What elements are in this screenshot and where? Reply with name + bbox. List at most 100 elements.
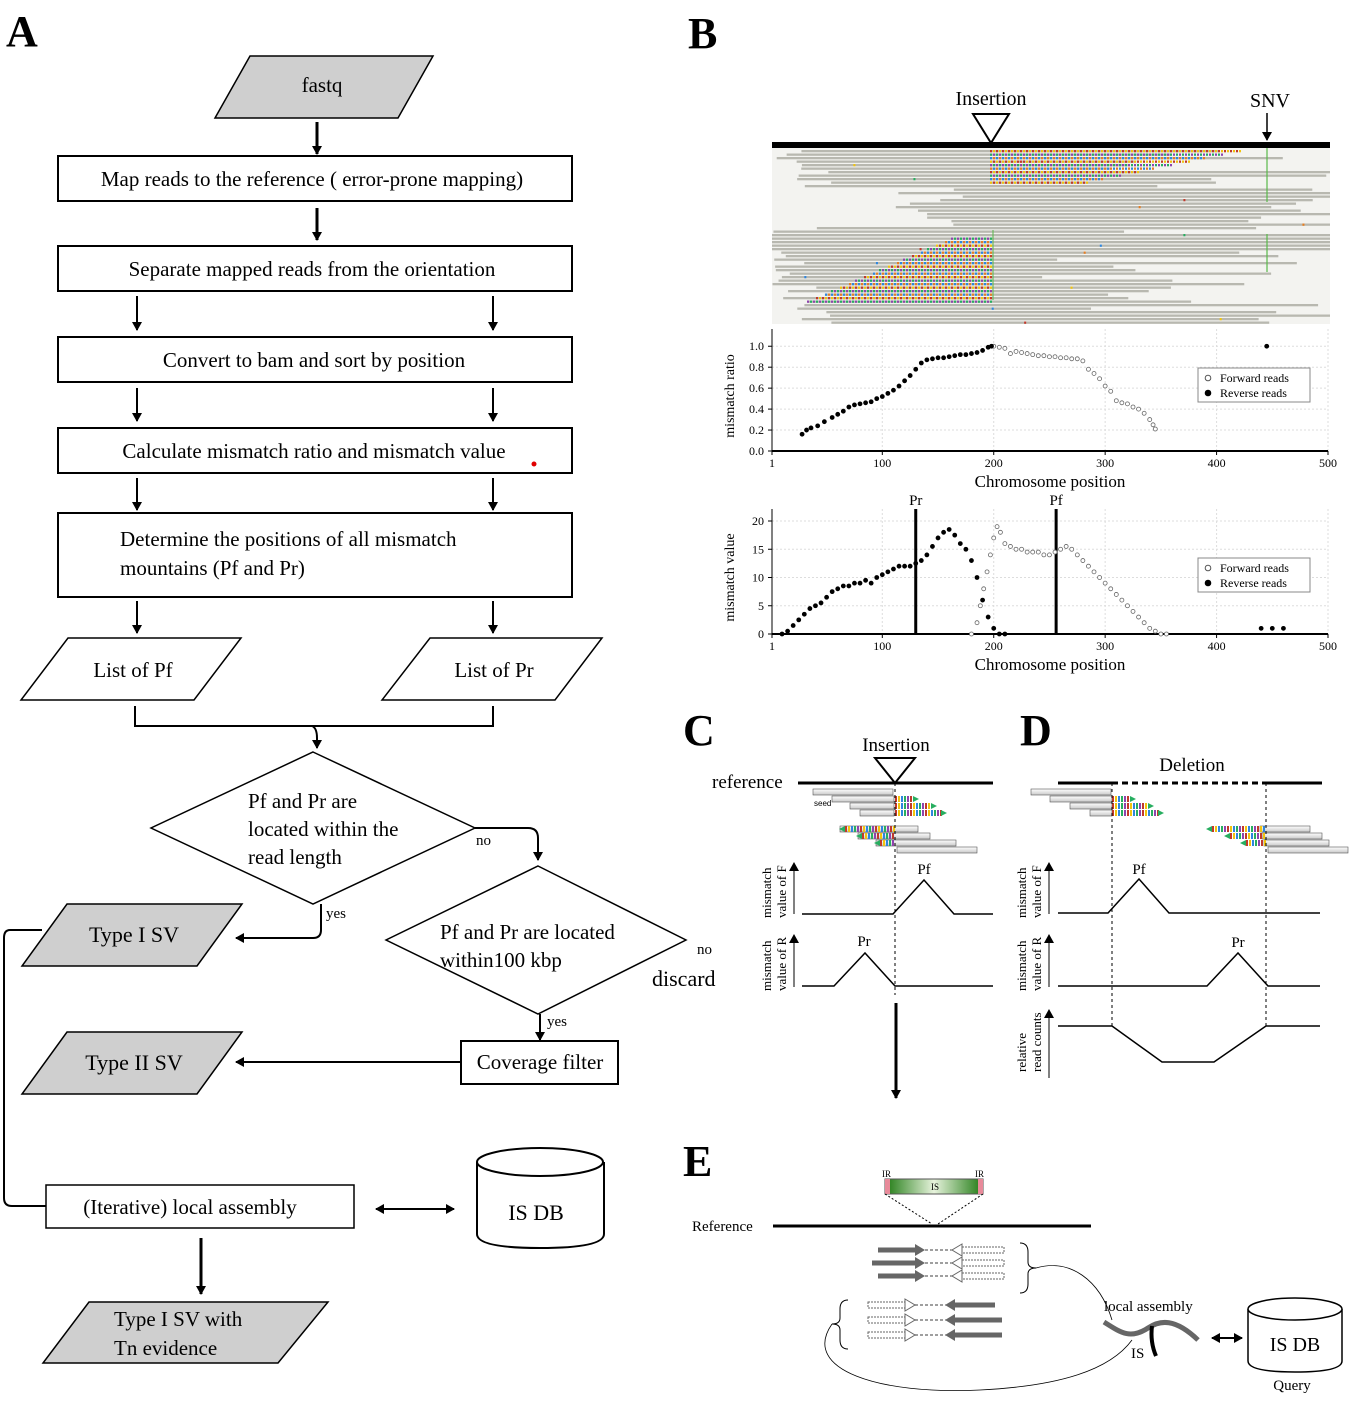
reverse-read-point (846, 404, 852, 410)
mismatch-base (852, 297, 854, 300)
mismatch-base (1005, 160, 1007, 163)
sequence-read (849, 802, 895, 810)
mismatch-base (1130, 810, 1132, 816)
sequence-read (1069, 802, 1113, 810)
e-right-brace (1019, 1242, 1037, 1294)
mismatch-base (975, 293, 977, 296)
mismatch-base (975, 279, 977, 282)
mismatch-base (1191, 153, 1193, 156)
mismatch-base (999, 150, 1001, 153)
mismatch-base (1127, 803, 1129, 809)
mismatch-base (933, 300, 935, 303)
x-tick-label: 1 (769, 456, 775, 470)
mismatch-base (981, 283, 983, 286)
mismatch-base (945, 255, 947, 258)
mismatch-base (1011, 164, 1013, 167)
reverse-read-point (924, 357, 930, 363)
mismatch-base (969, 237, 971, 240)
mismatch-base (1221, 150, 1223, 153)
mismatch-base (1059, 178, 1061, 181)
mismatch-base (927, 255, 929, 258)
mismatch-base (993, 157, 995, 160)
mismatch-base (918, 286, 920, 289)
local-assembly-label: (Iterative) local assembly (83, 1195, 297, 1219)
mismatch-base (984, 241, 986, 244)
mismatch-base (951, 276, 953, 279)
c-pf-label: Pf (917, 862, 930, 878)
mismatch-base (1059, 174, 1061, 177)
mismatch-base (987, 237, 989, 240)
legend-marker (1204, 389, 1212, 397)
mismatch-base (1071, 160, 1073, 163)
mismatch-base (921, 286, 923, 289)
mismatch-base (895, 796, 897, 802)
mismatch-base (879, 269, 881, 272)
mismatch-base (1026, 167, 1028, 170)
mismatch-base (981, 279, 983, 282)
mismatch-base (999, 153, 1001, 156)
mismatch-base (1115, 810, 1117, 816)
reverse-read-point (885, 390, 891, 396)
mismatch-base (1119, 153, 1121, 156)
mismatch-base (930, 272, 932, 275)
mismatch-base (915, 269, 917, 272)
aligned-read (788, 290, 1149, 293)
mismatch-base (1131, 157, 1133, 160)
map-reads-label: Map reads to the reference ( error-prone… (101, 167, 523, 191)
mismatch-base (945, 286, 947, 289)
mismatch-base (1122, 171, 1124, 174)
mismatch-base (906, 272, 908, 275)
mismatch-base (924, 262, 926, 265)
mismatch-base (945, 248, 947, 251)
reverse-read-point (957, 352, 963, 358)
mismatch-base (877, 833, 879, 839)
mismatch-base (1086, 178, 1088, 181)
mismatch-base (984, 251, 986, 254)
mismatch-base (1170, 153, 1172, 156)
mismatch-base (882, 283, 884, 286)
mismatch-base (1068, 160, 1070, 163)
mismatch-base (1116, 171, 1118, 174)
mismatch-base (1056, 157, 1058, 160)
mismatch-base (1077, 181, 1079, 184)
mismatch-base (1219, 318, 1222, 321)
mismatch-base (915, 297, 917, 300)
mismatch-base (1074, 181, 1076, 184)
mismatch-base (951, 279, 953, 282)
mismatch-base (1139, 810, 1141, 816)
mismatch-base (1101, 171, 1103, 174)
mismatch-base (1101, 160, 1103, 163)
reverse-read-point (1258, 625, 1264, 631)
mismatch-base (825, 297, 827, 300)
forward-read-point (969, 631, 974, 637)
forward-read-point (1047, 552, 1052, 558)
mismatch-base (990, 251, 992, 254)
d-count-ylabel-1: relative (1014, 1033, 1029, 1072)
mismatch-base (1101, 164, 1103, 167)
mismatch-base (912, 276, 914, 279)
mismatch-base (1092, 178, 1094, 181)
mismatch-base (888, 276, 890, 279)
mismatch-base (939, 265, 941, 268)
mismatch-base (1038, 181, 1040, 184)
forward-read-point (1141, 620, 1147, 626)
y-tick-label: 15 (752, 542, 764, 556)
mismatch-base (966, 272, 968, 275)
mismatch-base (936, 283, 938, 286)
reverse-read-point (852, 580, 857, 586)
mismatch-base (966, 262, 968, 265)
mismatch-base (969, 265, 971, 268)
mismatch-base (1128, 160, 1130, 163)
mismatch-base (900, 276, 902, 279)
mismatch-base (951, 248, 953, 251)
aligned-read (772, 234, 1330, 237)
mismatch-base (885, 297, 887, 300)
mismatch-base (906, 276, 908, 279)
mismatch-base (1112, 810, 1114, 816)
mismatch-base (1170, 164, 1172, 167)
mismatch-base (934, 810, 936, 816)
mismatch-base (915, 262, 917, 265)
mismatch-base (984, 248, 986, 251)
mismatch-base (1128, 150, 1130, 153)
